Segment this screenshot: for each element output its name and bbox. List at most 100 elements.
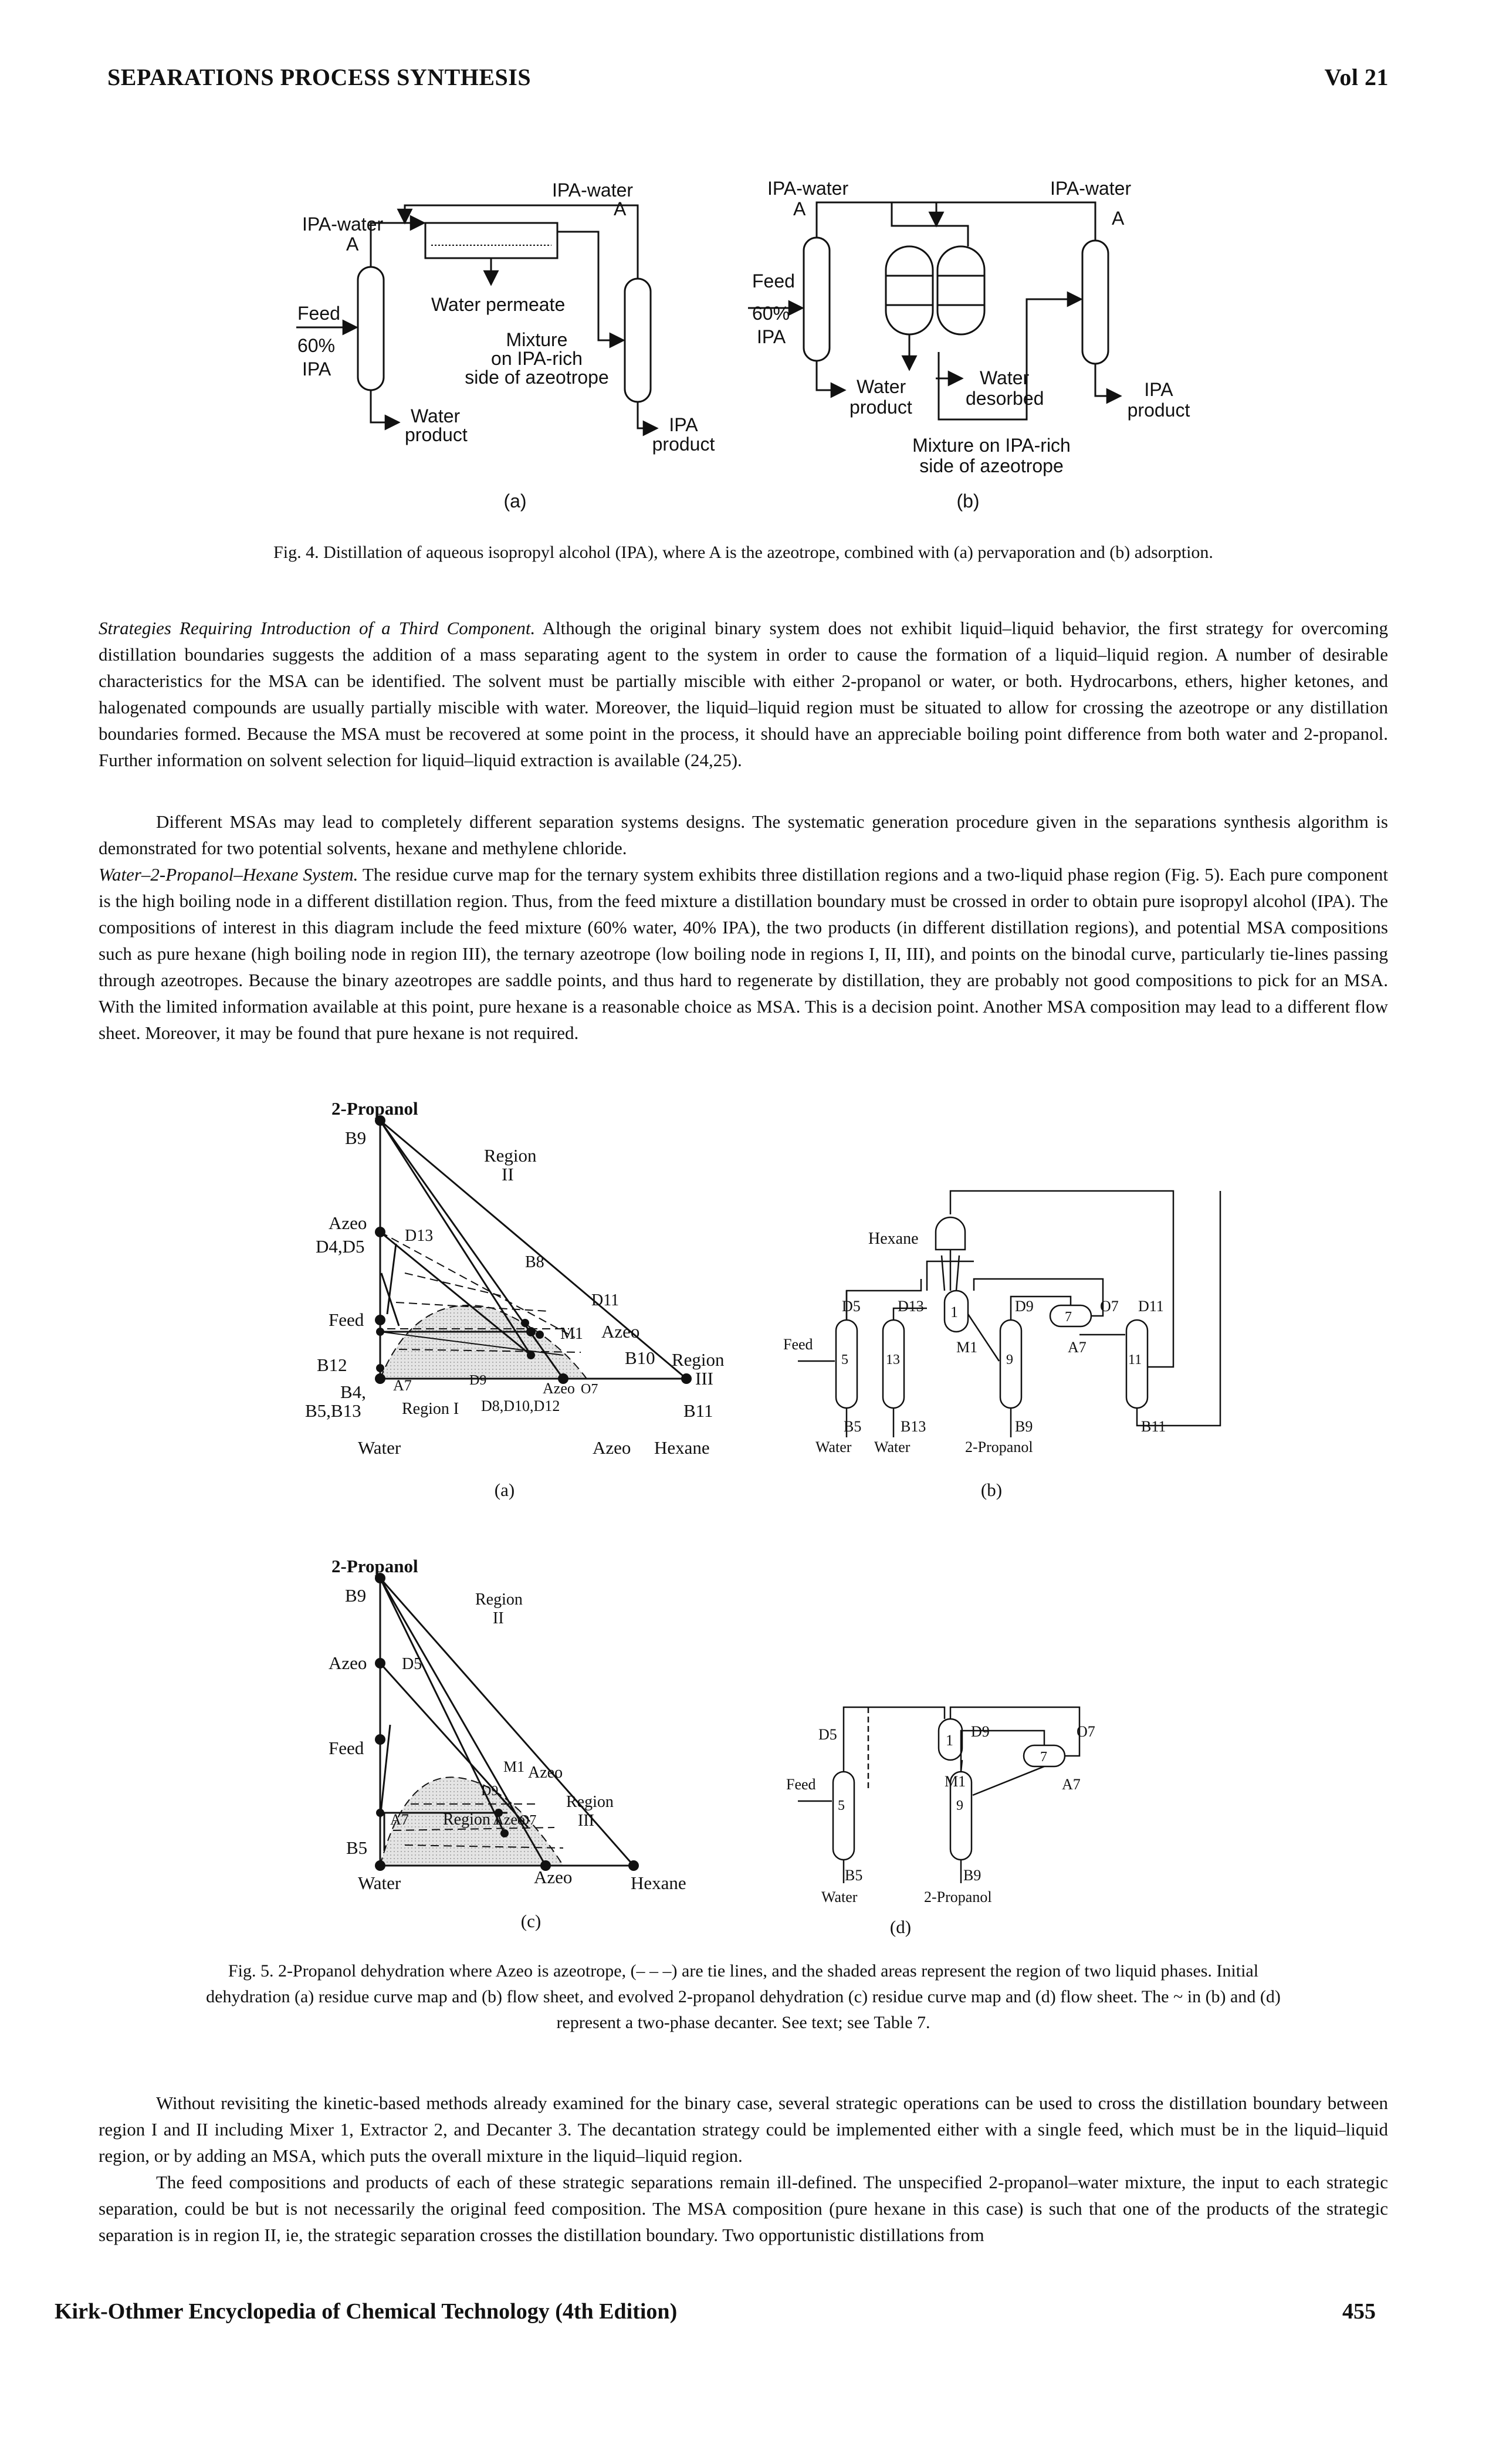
footer-title: Kirk-Othmer Encyclopedia of Chemical Tec… <box>55 2299 678 2324</box>
fig4b-panel-label: (b) <box>956 490 979 512</box>
fig5a-b12-label: B12 <box>317 1355 347 1375</box>
fig5c-residue-curve-map: 2-Propanol B9 Region II Azeo D5 Feed M1 … <box>329 1556 686 1931</box>
fig4b-ipa-water-right: IPA-water <box>1050 178 1131 199</box>
fig4b-mixture-2: side of azeotrope <box>919 455 1064 476</box>
fig5a-region2-a: Region <box>484 1145 537 1166</box>
fig5b-o7: O7 <box>1100 1298 1119 1315</box>
fig5d-d5: D5 <box>818 1726 837 1743</box>
fig5d-flow-sheet: 1 D5 D9 O7 Feed 5 M1 9 7 A7 B5 B9 Water … <box>786 1706 1095 1937</box>
paragraph-hexane-text: The residue curve map for the ternary sy… <box>99 864 1388 1043</box>
fig5b-d9: D9 <box>1015 1298 1034 1315</box>
fig4b-water-desorbed-2: desorbed <box>966 388 1044 409</box>
fig5b-b13: B13 <box>901 1418 926 1435</box>
fig5c-azeo-left: Azeo <box>329 1653 367 1673</box>
paragraph-msas: Different MSAs may lead to completely di… <box>99 811 1388 858</box>
fig5a-region3-a: Region <box>672 1349 725 1370</box>
fig5c-azeo-o7: Azeo <box>493 1811 525 1828</box>
fig5b-d13: D13 <box>898 1298 924 1315</box>
fig4b-azeotrope-left: A <box>793 198 806 219</box>
footer-page-number: 455 <box>1342 2299 1376 2324</box>
fig5c-b9-label: B9 <box>345 1585 366 1606</box>
fig5a-hexane-label: Hexane <box>654 1437 710 1458</box>
fig5a-b11-label: B11 <box>683 1400 713 1421</box>
fig4a-panel-label: (a) <box>503 490 526 512</box>
fig5a-panel-label: (a) <box>495 1480 515 1500</box>
fig4a-ipa-product-2: product <box>652 434 715 455</box>
fig5b-water-2: Water <box>874 1439 911 1456</box>
fig4b-feed-ipa: IPA <box>757 326 786 347</box>
fig5a-d11-label: D11 <box>591 1291 619 1309</box>
fig5c-d9-label: D9 <box>481 1783 498 1799</box>
fig5c-propanol-label: 2-Propanol <box>331 1556 418 1576</box>
fig5c-m1-label: M1 <box>503 1758 524 1775</box>
paragraph-kinetic-methods: Without revisiting the kinetic-based met… <box>99 2093 1388 2166</box>
fig5b-propanol: 2-Propanol <box>965 1439 1033 1456</box>
fig5a-azeo-left: Azeo <box>329 1213 367 1233</box>
fig5a-water-label: Water <box>358 1437 401 1458</box>
fig5a-azeo-bottom: Azeo <box>593 1437 631 1458</box>
fig5b-d5: D5 <box>842 1298 861 1315</box>
fig5d-panel-label: (d) <box>890 1917 911 1937</box>
fig4a-mixture-3: side of azeotrope <box>465 367 609 388</box>
fig5c-d5-label: D5 <box>402 1655 422 1673</box>
fig5b-c5: 5 <box>841 1352 848 1368</box>
fig4a-ipa-water-top: IPA-water <box>552 180 633 201</box>
fig5d-c7: 7 <box>1040 1749 1047 1765</box>
fig4b-water-product-1: Water <box>857 376 906 397</box>
fig4a-feed-label: Feed <box>297 303 340 324</box>
fig5a-b10-label: B10 <box>625 1348 655 1368</box>
fig5b-water-1: Water <box>815 1439 852 1456</box>
paragraph-strategies: Strategies Requiring Introduction of a T… <box>99 615 1388 773</box>
fig5d-b9: B9 <box>963 1867 981 1884</box>
fig5b-b5: B5 <box>844 1418 861 1435</box>
paragraph-strategies-text: Although the original binary system does… <box>99 618 1388 770</box>
fig5-caption-line-3: represent a two-phase decanter. See text… <box>556 2013 930 2032</box>
fig5d-c9: 9 <box>956 1798 963 1813</box>
fig5b-c11: 11 <box>1128 1352 1142 1368</box>
fig5d-c5: 5 <box>838 1798 845 1813</box>
fig4a-feed-ipa: IPA <box>302 358 331 380</box>
fig5a-azeo-o7: Azeo <box>543 1380 575 1397</box>
fig5b-c7: 7 <box>1065 1309 1072 1325</box>
fig5c-azeo-bottom: Azeo <box>534 1867 572 1887</box>
fig5a-region1-label: Region I <box>402 1400 459 1418</box>
fig5b-m1: M1 <box>956 1339 977 1356</box>
fig5d-d9: D9 <box>971 1723 990 1740</box>
fig4b-ipa-water-left: IPA-water <box>767 178 848 199</box>
fig5a-propanol-label: 2-Propanol <box>331 1098 418 1119</box>
fig5b-panel-label: (b) <box>981 1480 1002 1500</box>
fig5c-region3-b: III <box>578 1812 594 1830</box>
fig4b-water-product-2: product <box>849 397 912 418</box>
fig4a-azeotrope-top: A <box>614 198 627 219</box>
fig4b-ipa-product-1: IPA <box>1144 379 1173 400</box>
fig5d-m1: M1 <box>945 1773 966 1790</box>
paragraph-feed-compositions: The feed compositions and products of ea… <box>99 2172 1388 2245</box>
fig5c-a7-label: A7 <box>390 1811 409 1828</box>
fig4b-mixture-1: Mixture on IPA-rich <box>912 435 1071 456</box>
fig5a-d13-label: D13 <box>405 1227 433 1245</box>
fig5b-hexane-label: Hexane <box>868 1230 919 1248</box>
fig5a-azeo-mid: Azeo <box>601 1321 639 1342</box>
fig4a-water-product-2: product <box>405 424 468 445</box>
fig4a-water-product-1: Water <box>411 405 461 427</box>
fig5b-b9: B9 <box>1015 1418 1033 1435</box>
fig5-caption-line-2: dehydration (a) residue curve map and (b… <box>206 1987 1281 2006</box>
fig5a-d4d5-label: D4,D5 <box>316 1236 365 1257</box>
fig5d-feed: Feed <box>786 1776 816 1793</box>
fig4a-azeotrope-left: A <box>346 233 359 255</box>
fig5c-b5-label: B5 <box>346 1837 367 1858</box>
fig5a-m1-label: M1 <box>560 1325 583 1343</box>
fig5a-o7-label: O7 <box>581 1382 598 1397</box>
fig5c-azeo-mid: Azeo <box>528 1764 563 1782</box>
fig5a-feed-label: Feed <box>329 1309 364 1330</box>
fig5a-a7-label: A7 <box>393 1377 412 1394</box>
fig5a-region3-b: III <box>695 1368 713 1389</box>
running-header-volume: Vol 21 <box>1324 64 1389 90</box>
fig4b-adsorption-diagram: IPA-water A IPA-water A Feed 60% IPA Wat… <box>748 178 1190 512</box>
paragraph-hexane-heading: Water–2-Propanol–Hexane System. <box>99 864 358 885</box>
fig5b-a7: A7 <box>1068 1339 1087 1356</box>
fig5-caption-line-1: Fig. 5. 2-Propanol dehydration where Aze… <box>228 1961 1259 1981</box>
fig4b-water-desorbed-1: Water <box>980 367 1030 388</box>
fig5a-region2-b: II <box>502 1164 514 1184</box>
paragraph-strategies-heading: Strategies Requiring Introduction of a T… <box>99 618 536 638</box>
